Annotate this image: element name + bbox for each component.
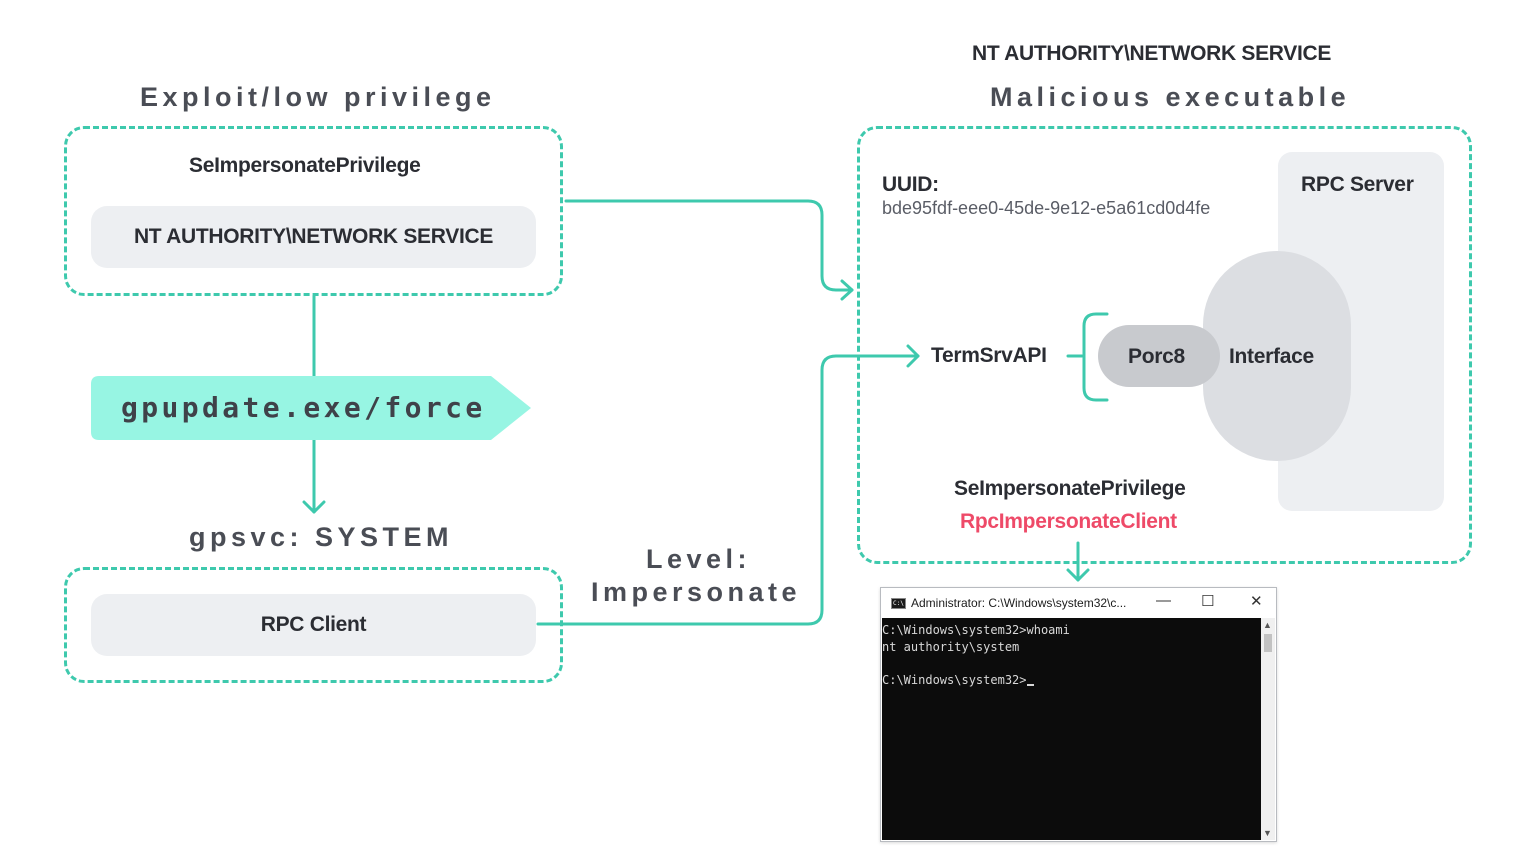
porc8-pill (1098, 325, 1220, 387)
arrow-exploit-to-exe (564, 199, 854, 292)
cmd-prompt-line: C:\Windows\system32> (882, 672, 1262, 689)
maximize-icon[interactable]: ☐ (1201, 593, 1215, 610)
interface-shape (1203, 251, 1351, 461)
rpc-client-box (64, 567, 563, 683)
arrow-head (302, 500, 326, 514)
rpc-client-pill: RPC Client (91, 594, 536, 656)
scroll-down-icon[interactable]: ▼ (1263, 828, 1272, 838)
level-label: Level: (646, 544, 752, 574)
privilege-label: SeImpersonatePrivilege (189, 154, 421, 177)
system-account-label: NT AUTHORITY\NETWORK SERVICE (972, 42, 1332, 65)
arrow-client-to-termsrv (536, 354, 920, 626)
cmd-output[interactable]: C:\Windows\system32>whoami nt authority\… (882, 618, 1262, 840)
cmd-line: C:\Windows\system32>whoami (882, 623, 1070, 637)
cmd-prompt: C:\Windows\system32> (882, 672, 1027, 687)
uuid-label: UUID: (882, 173, 939, 196)
arrow-head (840, 279, 854, 301)
rpc-server-label: RPC Server (1301, 173, 1414, 196)
command-label: gpupdate.exe/force (121, 391, 486, 424)
cmd-scrollbar[interactable]: ▲ ▼ (1261, 618, 1275, 840)
bracket (1082, 312, 1109, 402)
malicious-exe-title: Malicious executable (990, 82, 1351, 112)
impersonate-label: Impersonate (591, 577, 802, 607)
exploit-title: Exploit/low privilege (140, 82, 496, 112)
minimize-icon[interactable]: — (1156, 592, 1171, 609)
exploit-box (64, 126, 563, 296)
rpc-impersonate-client-label: RpcImpersonateClient (960, 510, 1177, 533)
gpsvc-label: gpsvc: SYSTEM (189, 522, 454, 552)
uuid-value: bde95fdf-eee0-45de-9e12-e5a61cd0d4fe (882, 198, 1211, 218)
console-icon: C:\ (891, 598, 906, 609)
cmd-line (882, 655, 1262, 672)
privilege-label-2: SeImpersonatePrivilege (954, 477, 1186, 500)
network-service-pill: NT AUTHORITY\NETWORK SERVICE (91, 206, 536, 268)
interface-label: Interface (1229, 345, 1314, 368)
arrow-head (1066, 568, 1090, 582)
cmd-title: Administrator: C:\Windows\system32\c... (911, 596, 1127, 610)
scroll-up-icon[interactable]: ▲ (1263, 620, 1272, 630)
cmd-titlebar: C:\ Administrator: C:\Windows\system32\c… (881, 588, 1276, 618)
command-banner (91, 376, 531, 440)
porc8-label: Porc8 (1128, 345, 1185, 368)
scroll-thumb[interactable] (1264, 634, 1272, 652)
arrow-head (906, 344, 920, 368)
rpc-client-label: RPC Client (260, 613, 367, 636)
cursor (1026, 683, 1034, 686)
cmd-window: C:\ Administrator: C:\Windows\system32\c… (880, 587, 1277, 842)
network-service-label: NT AUTHORITY\NETWORK SERVICE (133, 225, 494, 248)
termsrvapi-label: TermSrvAPI (931, 344, 1047, 367)
malicious-exe-box (857, 126, 1472, 564)
cmd-line: nt authority\system (882, 639, 1020, 654)
close-icon[interactable]: ✕ (1250, 593, 1263, 610)
